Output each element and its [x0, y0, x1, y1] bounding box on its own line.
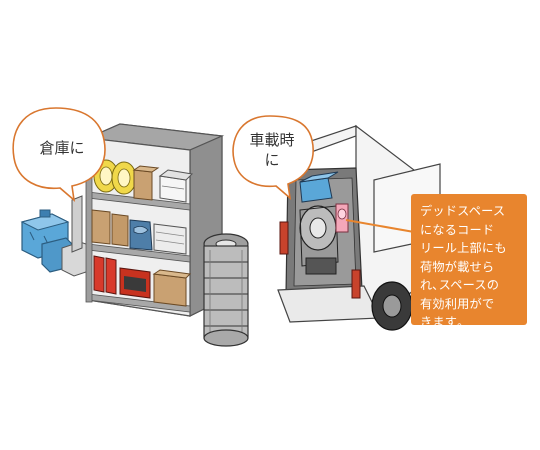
stacked-cord-reels-icon — [203, 233, 249, 347]
warehouse-bubble-line1: 倉庫に — [39, 139, 85, 157]
warehouse-speech-bubble — [12, 107, 106, 202]
callout-line: 有効利用がで — [420, 296, 495, 311]
callout-text: デッドスペース になるコード リール上部にも 荷物が載せら れ､スペースの 有効… — [411, 194, 527, 329]
vehicle-speech-bubble — [232, 115, 314, 200]
van-cord-reel-icon — [299, 171, 349, 275]
callout-pointer — [345, 219, 415, 233]
vehicle-bubble-line2: に — [264, 151, 280, 169]
vehicle-bubble-text: 車載時 に — [240, 130, 304, 170]
callout-line: デッドスペース — [420, 204, 506, 218]
top-shelf-contents — [93, 159, 194, 203]
callout-line: リール上部にも — [420, 241, 507, 255]
callout-line: 荷物が載せら — [420, 259, 495, 274]
callout-line: れ､スペースの — [420, 278, 500, 292]
warehouse-bubble-text: 倉庫に — [30, 138, 94, 158]
vehicle-bubble-line1: 車載時 — [249, 131, 295, 149]
callout-line: きます｡ — [420, 315, 464, 329]
vehicle-scene — [232, 115, 527, 331]
warehouse-scene — [12, 107, 249, 347]
bottom-shelf-contents — [93, 255, 192, 307]
gray-canister-icon — [61, 195, 93, 277]
callout-box — [411, 194, 527, 325]
middle-shelf-contents — [91, 209, 187, 255]
callout-line: になるコード — [420, 222, 495, 237]
